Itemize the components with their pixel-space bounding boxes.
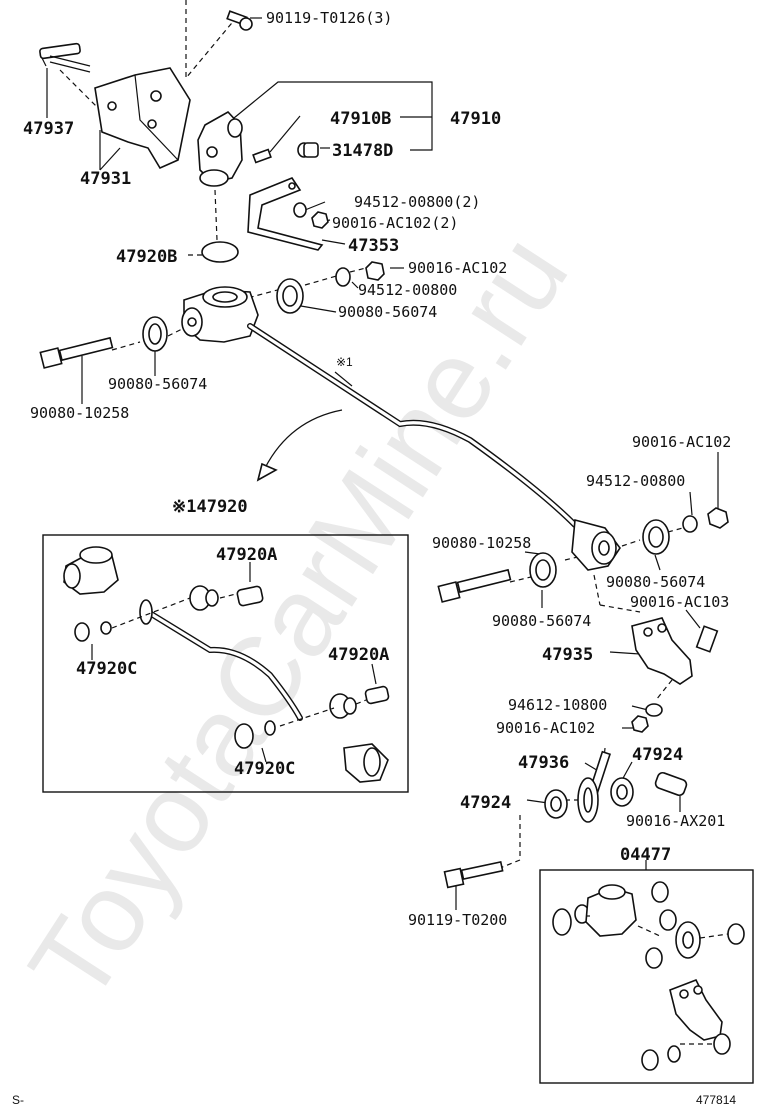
bushing-47924-left bbox=[544, 789, 568, 819]
label-90016-ac102-a: 90016-AC102 bbox=[408, 259, 507, 277]
footer-prefix: S- bbox=[12, 1093, 24, 1107]
washer-94512-00800-right bbox=[682, 515, 698, 533]
kit-04477-parts bbox=[552, 881, 745, 1071]
cap-31478d bbox=[297, 142, 319, 158]
label-94512-00800-x2: 94512-00800(2) bbox=[354, 193, 480, 211]
kit-47920-leaders bbox=[91, 562, 377, 763]
label-90119-t0126: 90119-T0126(3) bbox=[266, 9, 392, 27]
lsp-valve-47910 bbox=[197, 110, 243, 187]
label-90016-ac102-b: 90016-AC102 bbox=[632, 433, 731, 451]
lever-body bbox=[181, 286, 259, 343]
bolt-90119-t0126 bbox=[226, 10, 253, 31]
kit-04477-leaders bbox=[586, 915, 729, 1045]
nut-90016-ac102-lower bbox=[631, 715, 649, 733]
label-47920a-1: 47920A bbox=[216, 545, 277, 565]
label-94512-00800-b: 94512-00800 bbox=[586, 472, 685, 490]
label-47920a-2: 47920A bbox=[328, 645, 389, 665]
figure-number: 477814 bbox=[696, 1093, 736, 1107]
label-47353: 47353 bbox=[348, 236, 399, 256]
load-sensing-bracket-47931 bbox=[94, 67, 191, 170]
label-04477: 04477 bbox=[620, 845, 671, 865]
ref-mark-1: ※1 bbox=[336, 355, 353, 369]
link-47936 bbox=[577, 750, 611, 823]
kit-47920-parts bbox=[63, 546, 390, 783]
nut-90016-ac102 bbox=[365, 261, 385, 281]
label-90016-ax201: 90016-AX201 bbox=[626, 812, 725, 830]
label-90080-56074-d: 90080-56074 bbox=[492, 612, 591, 630]
bolt-90080-10258-right bbox=[437, 568, 512, 603]
label-47935: 47935 bbox=[542, 645, 593, 665]
label-90119-t0200: 90119-T0200 bbox=[408, 911, 507, 929]
bushing-90080-56074-left bbox=[142, 316, 168, 352]
hose-bracket-47353 bbox=[247, 177, 324, 251]
label-31478d: 31478D bbox=[332, 141, 393, 161]
label-47920-kit: ※147920 bbox=[172, 497, 248, 517]
label-47937: 47937 bbox=[23, 119, 74, 139]
bushing-90080-56074-right bbox=[642, 519, 670, 555]
label-90080-56074-c: 90080-56074 bbox=[606, 573, 705, 591]
kit-47920-box bbox=[42, 534, 409, 793]
direction-arrow bbox=[256, 409, 343, 482]
nut-90016-ac102-x2 bbox=[311, 211, 329, 229]
label-47920c-1: 47920C bbox=[76, 659, 137, 679]
label-90080-56074-b: 90080-56074 bbox=[108, 375, 207, 393]
label-47920c-2: 47920C bbox=[234, 759, 295, 779]
label-90080-56074-a: 90080-56074 bbox=[338, 303, 437, 321]
label-90016-ac102-x2: 90016-AC102(2) bbox=[332, 214, 458, 232]
washer-94512-00800-x2 bbox=[293, 202, 307, 218]
nut-90016-ac103 bbox=[695, 625, 719, 653]
label-90080-10258-b: 90080-10258 bbox=[432, 534, 531, 552]
washer-94612-10800 bbox=[645, 703, 663, 717]
label-47924-a: 47924 bbox=[632, 745, 683, 765]
label-47910b: 47910B bbox=[330, 109, 391, 129]
bushing-90080-56074-upper bbox=[276, 278, 304, 314]
label-94612-10800: 94612-10800 bbox=[508, 696, 607, 714]
bracket-bolt-47937 bbox=[39, 42, 91, 73]
rod-end-bushing bbox=[571, 518, 621, 571]
label-90016-ac102-c: 90016-AC102 bbox=[496, 719, 595, 737]
bolt-90080-10258-left bbox=[39, 336, 114, 369]
bleeder-plug-47910b bbox=[252, 148, 272, 164]
label-47910: 47910 bbox=[450, 109, 501, 129]
part-labels: 90119-T0126(3) 47937 47931 47910B 47910 … bbox=[12, 9, 736, 1107]
nut-90016-ac102-right bbox=[707, 507, 729, 529]
bushing-47924-right bbox=[610, 777, 634, 807]
label-47931: 47931 bbox=[80, 169, 131, 189]
sensor-bracket-47935 bbox=[631, 617, 693, 685]
label-47936: 47936 bbox=[518, 753, 569, 773]
label-47924-b: 47924 bbox=[460, 793, 511, 813]
washer-94512-00800 bbox=[335, 267, 351, 287]
kit-04477-box bbox=[539, 869, 754, 1084]
bushing-90080-56074-mid bbox=[529, 552, 557, 588]
sensor-rod bbox=[247, 323, 578, 528]
o-ring-47920b bbox=[201, 241, 239, 263]
label-94512-00800-a: 94512-00800 bbox=[358, 281, 457, 299]
collar-90016-ax201 bbox=[654, 771, 688, 797]
label-90080-10258-a: 90080-10258 bbox=[30, 404, 129, 422]
bolt-90119-t0200 bbox=[443, 860, 504, 889]
label-90016-ac103: 90016-AC103 bbox=[630, 593, 729, 611]
label-47920b: 47920B bbox=[116, 247, 177, 267]
